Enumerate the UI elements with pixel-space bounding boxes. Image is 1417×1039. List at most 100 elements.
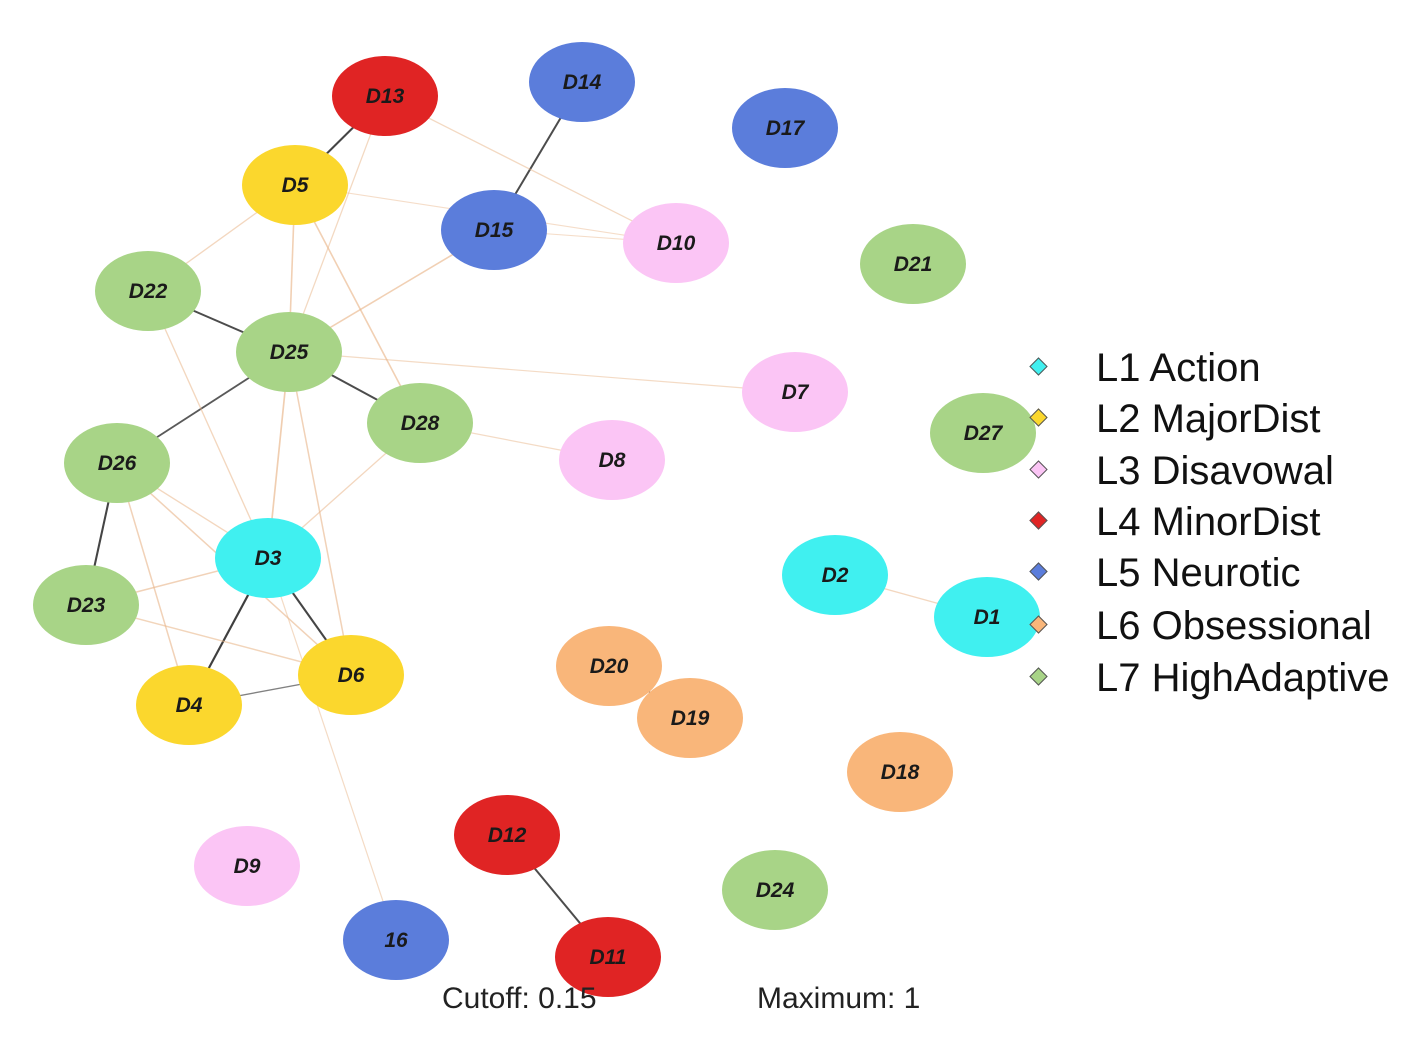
- node-circle: [343, 900, 449, 980]
- node-label: D4: [176, 694, 203, 717]
- maximum-text: Maximum: 1: [757, 982, 921, 1015]
- node-circle: [332, 56, 438, 136]
- node-label: D10: [657, 232, 696, 255]
- legend-label: L1 Action: [1096, 346, 1261, 390]
- node-label: D3: [255, 547, 282, 570]
- node-circle: [194, 826, 300, 906]
- node-circle: [742, 352, 848, 432]
- node-circle: [722, 850, 828, 930]
- node-label: D15: [475, 219, 514, 242]
- node-d15: D15: [441, 190, 547, 270]
- node-label: D2: [822, 564, 849, 587]
- node-label: D21: [894, 253, 933, 276]
- node-circle: [529, 42, 635, 122]
- node-d17: D17: [732, 88, 838, 168]
- node-d9: D9: [194, 826, 300, 906]
- node-label: D22: [129, 280, 168, 303]
- node-circle: [367, 383, 473, 463]
- node-d25: D25: [236, 312, 342, 392]
- node-d4: D4: [136, 665, 242, 745]
- legend-label: L5 Neurotic: [1096, 551, 1301, 595]
- node-circle: [441, 190, 547, 270]
- edge-D5-D28: [294, 184, 421, 424]
- node-circle: [33, 565, 139, 645]
- legend-label: L6 Obsessional: [1096, 604, 1372, 648]
- edge-D25-D6: [288, 351, 352, 676]
- node-label: D23: [67, 594, 106, 617]
- node-d10: D10: [623, 203, 729, 283]
- edge-D13-D25: [288, 95, 386, 353]
- node-circle: [623, 203, 729, 283]
- node-d22: D22: [95, 251, 201, 331]
- edge-D3-16: [267, 557, 397, 941]
- edge-D25-D7: [288, 351, 796, 393]
- node-d1: D1: [934, 577, 1040, 657]
- node-label: D17: [766, 117, 806, 140]
- node-label: D9: [234, 855, 261, 878]
- node-circle: [556, 626, 662, 706]
- node-label: D1: [974, 606, 1001, 629]
- edge-D26-D4: [116, 462, 190, 706]
- edge-D22-D3: [147, 290, 269, 559]
- node-label: D11: [590, 946, 627, 969]
- node-label: D28: [401, 412, 440, 435]
- node-circle: [934, 577, 1040, 657]
- edge-D13-D10: [384, 95, 677, 244]
- cutoff-text: Cutoff: 0.15: [442, 982, 597, 1015]
- node-d24: D24: [722, 850, 828, 930]
- node-label: D6: [338, 664, 365, 687]
- node-circle: [215, 518, 321, 598]
- node-circle: [64, 423, 170, 503]
- node-circle: [732, 88, 838, 168]
- node-circle: [236, 312, 342, 392]
- node-d7: D7: [742, 352, 848, 432]
- node-circle: [847, 732, 953, 812]
- node-circle: [930, 393, 1036, 473]
- node-d21: D21: [860, 224, 966, 304]
- legend-label: L2 MajorDist: [1096, 397, 1321, 441]
- node-label: D14: [563, 71, 602, 94]
- node-label: D26: [98, 452, 137, 475]
- node-d13: D13: [332, 56, 438, 136]
- legend-label: L3 Disavowal: [1096, 449, 1334, 493]
- node-circle: [136, 665, 242, 745]
- node-circle: [242, 145, 348, 225]
- node-d26: D26: [64, 423, 170, 503]
- node-d11: D11: [555, 917, 661, 997]
- node-label: D12: [488, 824, 527, 847]
- node-label: D24: [756, 879, 795, 902]
- node-circle: [454, 795, 560, 875]
- node-d19: D19: [637, 678, 743, 758]
- node-d12: D12: [454, 795, 560, 875]
- node-circle: [559, 420, 665, 500]
- node-label: D8: [599, 449, 626, 472]
- node-label: D7: [782, 381, 810, 404]
- node-16: 16: [343, 900, 449, 980]
- legend-label: L4 MinorDist: [1096, 500, 1321, 544]
- node-d8: D8: [559, 420, 665, 500]
- node-d18: D18: [847, 732, 953, 812]
- node-d23: D23: [33, 565, 139, 645]
- node-label: D25: [270, 341, 309, 364]
- node-d3: D3: [215, 518, 321, 598]
- node-d20: D20: [556, 626, 662, 706]
- node-circle: [782, 535, 888, 615]
- node-d14: D14: [529, 42, 635, 122]
- node-label: D13: [366, 85, 405, 108]
- node-circle: [298, 635, 404, 715]
- node-label: D19: [671, 707, 710, 730]
- node-circle: [860, 224, 966, 304]
- node-d2: D2: [782, 535, 888, 615]
- legend-label: L7 HighAdaptive: [1096, 656, 1390, 700]
- node-label: 16: [384, 929, 408, 952]
- node-circle: [95, 251, 201, 331]
- node-circle: [555, 917, 661, 997]
- node-d6: D6: [298, 635, 404, 715]
- node-d28: D28: [367, 383, 473, 463]
- node-d27: D27: [930, 393, 1036, 473]
- node-d5: D5: [242, 145, 348, 225]
- node-label: D27: [964, 422, 1004, 445]
- node-label: D20: [590, 655, 629, 678]
